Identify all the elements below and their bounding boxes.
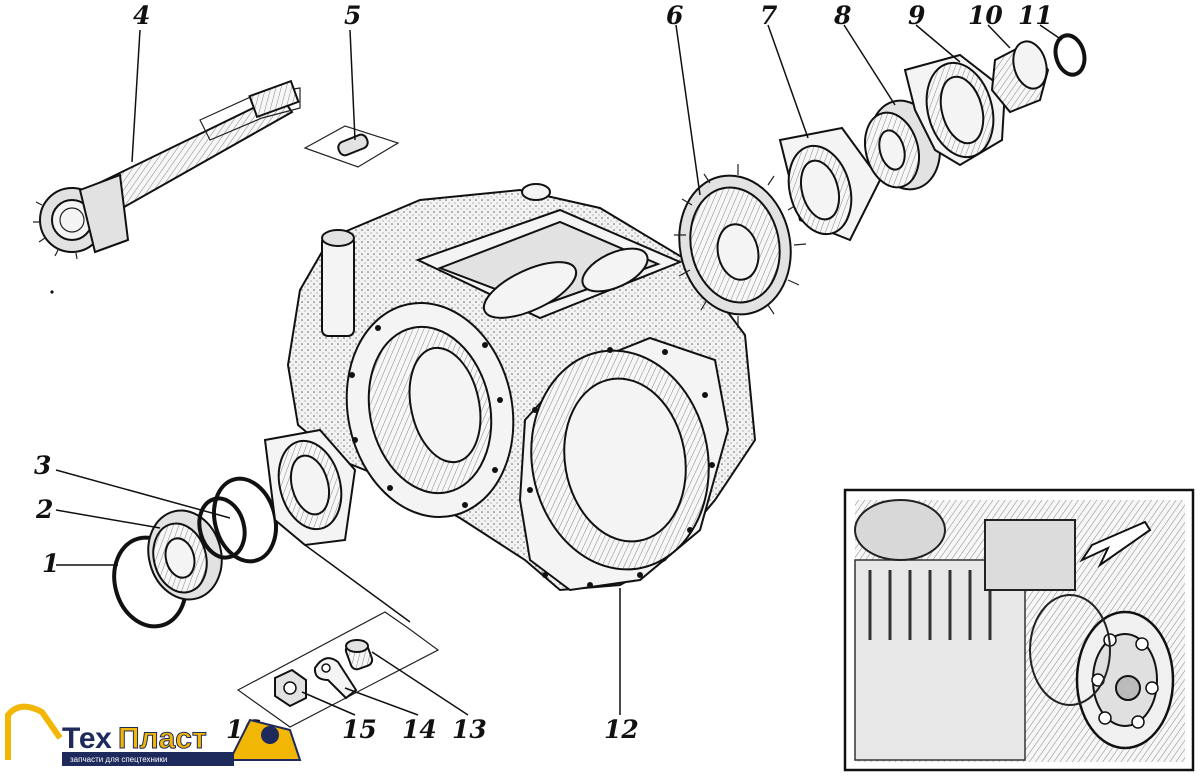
callout-9: 9 [908, 1, 925, 30]
callout-4: 4 [133, 1, 150, 30]
callout-14: 14 [402, 715, 437, 744]
cover-flange-drawing [903, 53, 1007, 167]
logo-subtitle-bar [62, 752, 234, 766]
callout-13: 13 [452, 715, 487, 744]
fastener-set-frame [236, 544, 440, 728]
transmission-housing-drawing [286, 183, 757, 592]
callout-3: 3 [34, 451, 51, 480]
logo-word-part1: Тех [62, 722, 112, 755]
plug-drawing [344, 639, 374, 671]
stray-dot [50, 290, 54, 294]
callout-2: 2 [35, 495, 53, 524]
callout-8: 8 [833, 1, 851, 30]
callout-12: 12 [604, 715, 639, 744]
excavator-icon [5, 703, 302, 761]
pointer-arrow-icon [1079, 520, 1152, 568]
hex-nut-drawing [274, 668, 307, 708]
callout-1: 1 [42, 549, 59, 578]
sleeve-drawing [990, 40, 1050, 114]
bearing-cup-drawing [778, 126, 882, 242]
shaft-with-gear-drawing [33, 79, 301, 260]
company-logo: Тех Пласт запчасти для спецтехники [5, 703, 302, 766]
callout-10: 10 [968, 1, 1003, 30]
gear-wheel-drawing [674, 164, 807, 328]
callout-6: 6 [666, 1, 683, 30]
ball-bearing-drawing [147, 509, 223, 601]
logo-subtitle: запчасти для спецтехники [70, 755, 167, 764]
bearing-cover-drawing [263, 428, 357, 547]
callout-11: 11 [1018, 1, 1053, 30]
callout-7: 7 [760, 1, 778, 30]
callout-5: 5 [344, 1, 361, 30]
logo-word-part2: Пласт [118, 722, 207, 755]
inset-assembly-view [843, 488, 1195, 772]
callout-15: 15 [342, 715, 377, 744]
key-drawing [303, 125, 400, 168]
snap-ring-top-drawing [1053, 33, 1087, 77]
callout-labels: 1 2 3 4 5 6 7 8 9 10 11 12 13 14 15 16 [34, 1, 1053, 744]
leader-lines [55, 24, 1063, 716]
